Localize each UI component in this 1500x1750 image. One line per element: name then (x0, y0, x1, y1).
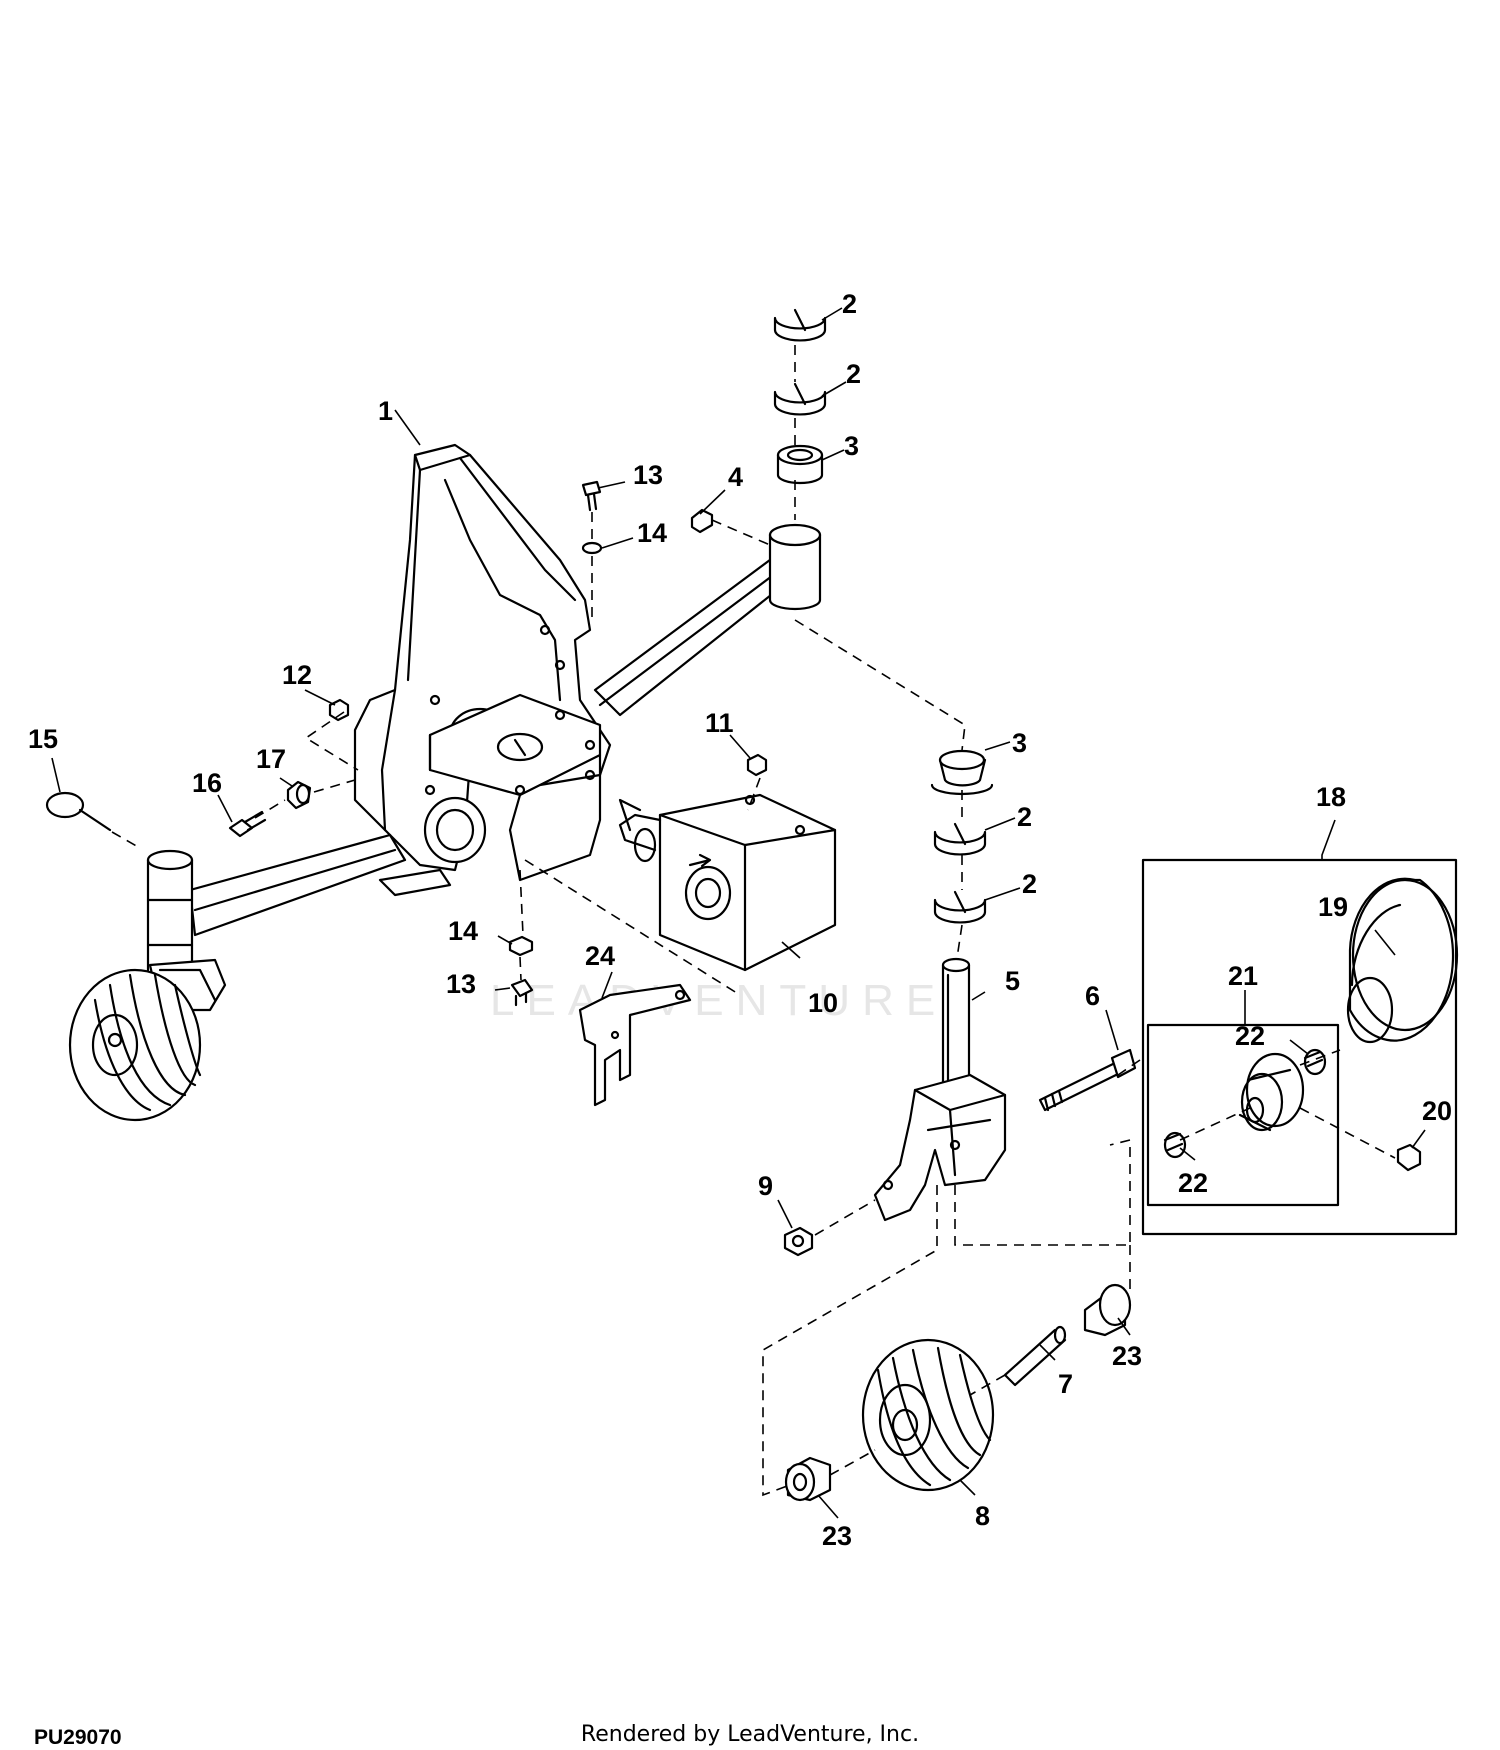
callout-23: 23 (1112, 1341, 1142, 1371)
callout-5: 5 (1005, 966, 1020, 996)
callout-2: 2 (1022, 869, 1037, 899)
lynch-pin-part-15 (45, 791, 112, 832)
callout-2: 2 (1017, 802, 1032, 832)
callout-22: 22 (1235, 1021, 1265, 1051)
callout-11: 11 (705, 708, 734, 738)
bolt-part-13-upper (581, 480, 602, 512)
callout-6: 6 (1085, 981, 1100, 1011)
callout-1: 1 (378, 396, 393, 426)
callout-14: 14 (637, 518, 667, 548)
callout-2: 2 (846, 359, 861, 389)
gearbox-part-10 (618, 793, 837, 972)
callout-2: 2 (842, 289, 857, 319)
washer-part-2-top-b (773, 382, 827, 416)
bushing-part-17 (286, 780, 312, 810)
axle-part-7 (1003, 1325, 1067, 1387)
callout-12: 12 (282, 660, 312, 690)
watermark: LEADVENTURE (490, 976, 947, 1025)
callout-14: 14 (448, 916, 478, 946)
callout-23: 23 (822, 1521, 852, 1551)
callout-18: 18 (1316, 782, 1346, 812)
nut-part-9 (783, 1226, 814, 1257)
callout-3: 3 (844, 431, 859, 461)
callout-9: 9 (758, 1171, 773, 1201)
callout-24: 24 (585, 941, 615, 971)
figure-id: PU29070 (34, 1726, 122, 1749)
spacer-part-23-upper (1083, 1283, 1132, 1337)
bracket-part-24 (578, 983, 692, 1107)
washer-part-2-top-a (773, 308, 827, 342)
callout-10: 10 (808, 988, 838, 1018)
callout-labels: 1 2 2 3 4 13 14 12 15 17 16 11 3 2 2 18 … (28, 289, 1452, 1551)
callout-20: 20 (1422, 1096, 1452, 1126)
callout-13: 13 (633, 460, 663, 490)
callout-21: 21 (1228, 961, 1258, 991)
callout-3: 3 (1012, 728, 1027, 758)
bushing-part-3-lower (930, 749, 994, 796)
callout-19: 19 (1318, 892, 1348, 922)
callout-17: 17 (256, 744, 286, 774)
bushing-part-3-top (776, 444, 824, 485)
callout-15: 15 (28, 724, 58, 754)
caster-fork (873, 1073, 1007, 1222)
left-caster-assembly (68, 849, 227, 1122)
frame-part-1 (188, 443, 817, 937)
bolt-part-6 (1038, 1048, 1137, 1112)
washer-part-2-lower-a (933, 822, 987, 856)
bolt-part-16 (228, 810, 267, 838)
callout-16: 16 (192, 768, 222, 798)
render-credit: Rendered by LeadVenture, Inc. (580, 1722, 920, 1747)
callout-7: 7 (1058, 1369, 1073, 1399)
washer-part-2-lower-b (933, 890, 987, 924)
nut-part-11 (746, 753, 768, 777)
callout-8: 8 (975, 1501, 990, 1531)
callout-4: 4 (728, 462, 743, 492)
fitting-part-4 (690, 508, 714, 534)
bolt-part-13-lower (510, 978, 534, 1007)
spacer-part-23-lower (784, 1456, 832, 1502)
leader-lines (51, 307, 1426, 1519)
wheel-part-8 (861, 1338, 995, 1492)
assembly-lines (111, 345, 1396, 1497)
washer-part-14-upper (581, 541, 603, 555)
pivot-tube (768, 523, 822, 611)
callout-22: 22 (1178, 1168, 1208, 1198)
washer-part-14-lower (508, 935, 534, 957)
callout-13: 13 (446, 969, 476, 999)
